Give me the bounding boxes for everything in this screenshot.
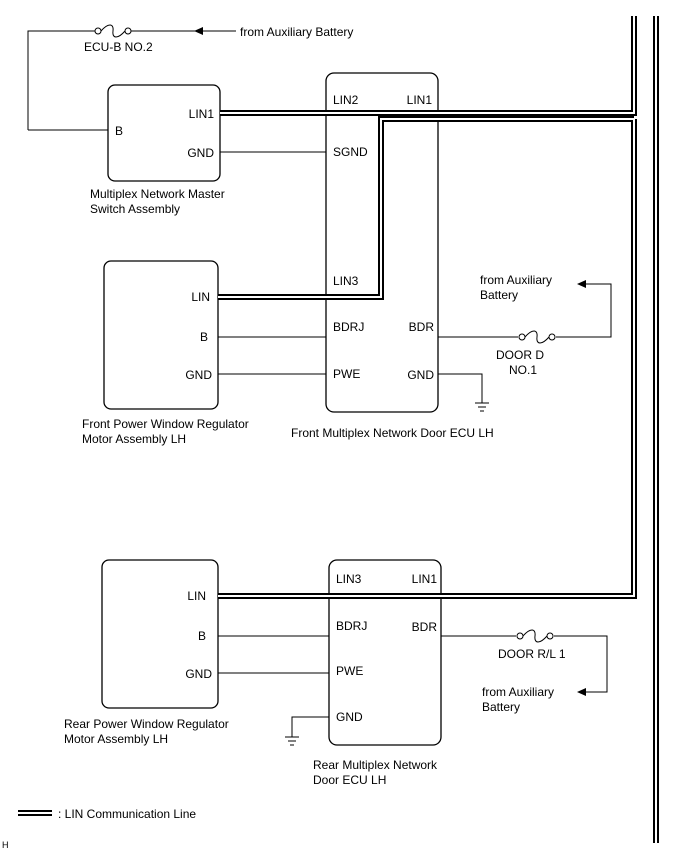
fuse-doord-icon [518,330,556,344]
aux-battery-front-line1: from Auxiliary [480,273,552,287]
recu-name-line2: Door ECU LH [313,773,386,787]
master-pin-b: B [115,124,123,138]
arrow-left-icon [194,27,203,35]
arrow-left-icon [577,280,586,288]
rmot-name-line2: Motor Assembly LH [64,732,168,746]
fecu-pin-lin1: LIN1 [407,93,433,107]
aux-battery-label-top: from Auxiliary Battery [240,25,353,39]
fecu-pin-lin3: LIN3 [333,274,359,288]
lin-lines [18,16,659,843]
aux-battery-front-line2: Battery [480,288,518,302]
fmot-name-line1: Front Power Window Regulator [82,417,249,431]
recu-pin-gnd: GND [336,710,363,724]
rmot-pin-gnd: GND [185,667,212,681]
recu-pin-bdr: BDR [412,620,438,634]
fuse-ecub-icon [94,24,132,38]
rmot-pin-lin: LIN [187,589,206,603]
fuse-doord-label-line1: DOOR D [496,348,544,362]
fecu-pin-gnd: GND [407,368,434,382]
master-pin-lin1: LIN1 [189,107,215,121]
fmot-pin-gnd: GND [185,368,212,382]
rear-door-ecu-box [328,559,442,746]
fecu-pin-bdr: BDR [409,320,435,334]
fecu-pin-pwe: PWE [333,367,360,381]
fecu-pin-lin2: LIN2 [333,93,359,107]
rmot-pin-b: B [198,629,206,643]
arrow-left-icon [577,688,586,696]
aux-battery-rear-line1: from Auxiliary [482,685,554,699]
corner-mark: H [2,840,9,850]
fmot-pin-b: B [200,330,208,344]
front-motor-box [103,260,219,410]
aux-battery-rear-line2: Battery [482,700,520,714]
recu-pin-lin3: LIN3 [336,572,362,586]
ground-icon [475,402,489,412]
rear-motor-box [101,559,219,709]
arrow-icons [194,27,586,696]
fmot-name-line2: Motor Assembly LH [82,432,186,446]
recu-pin-pwe: PWE [336,664,363,678]
fuse-doord-label-line2: NO.1 [509,363,537,377]
fuse-ecub-label: ECU-B NO.2 [84,40,153,54]
legend-label: : LIN Communication Line [58,807,196,821]
recu-name-line1: Rear Multiplex Network [313,758,438,772]
master-name-line2: Switch Assembly [90,202,180,216]
master-name-line1: Multiplex Network Master [90,187,225,201]
fecu-pin-sgnd: SGND [333,145,368,159]
fuse-doorrl-icon [516,629,554,643]
ground-icon [285,736,299,746]
fecu-pin-bdrj: BDRJ [333,320,364,334]
master-pin-gnd: GND [187,146,214,160]
rmot-name-line1: Rear Power Window Regulator [64,717,229,731]
fmot-pin-lin: LIN [191,290,210,304]
recu-pin-lin1: LIN1 [412,572,438,586]
fecu-name: Front Multiplex Network Door ECU LH [291,426,494,440]
recu-pin-bdrj: BDRJ [336,619,367,633]
master-switch-box [107,84,221,182]
fuse-doorrl-label: DOOR R/L 1 [498,647,566,661]
